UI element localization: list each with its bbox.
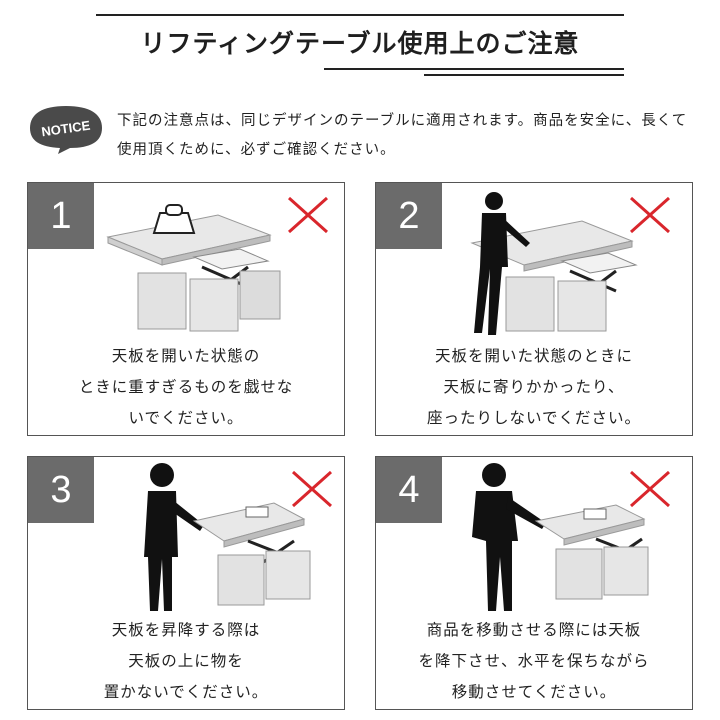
notice-text: 下記の注意点は、同じデザインのテーブルに適用されます。商品を安全に、長くて使用頂… — [117, 113, 688, 158]
person-moving-table-illustration — [472, 463, 649, 611]
title-underline — [324, 68, 624, 70]
cross-icon — [287, 196, 329, 234]
panel-number: 2 — [376, 183, 442, 249]
panel-caption: 商品を移動させる際には天板 を降下させ、水平を保ちながら 移動させてください。 — [418, 621, 650, 701]
notice-badge-label: NOTICE — [40, 118, 91, 140]
warning-panel-1: 1 天板を開いた状態の ときに重すぎるものを戯せな いでください。 — [27, 182, 345, 436]
panel-number: 3 — [28, 457, 94, 523]
warning-panel-3: 3 天板を昇降する際は 天板の上に物を 置かないでください。 — [27, 456, 345, 710]
table-heavy-weight-illustration — [106, 204, 281, 332]
person-lifting-table-illustration — [144, 463, 311, 611]
top-rule — [96, 14, 624, 16]
panel-number: 4 — [376, 457, 442, 523]
page-title: リフティングテーブル使用上のご注意 — [140, 29, 580, 58]
cross-icon — [291, 470, 333, 508]
panel-caption: 天板を昇降する際は 天板の上に物を 置かないでください。 — [103, 621, 269, 701]
cross-icon — [629, 196, 671, 234]
person-leaning-table-illustration — [470, 192, 638, 335]
notice-badge: NOTICE — [30, 106, 102, 154]
panel-number: 1 — [28, 183, 94, 249]
panel-caption: 天板を開いた状態の ときに重すぎるものを戯せな いでください。 — [78, 347, 294, 427]
warning-panel-2: 2 天板を開いた状態のときに 天板に寄りかかったり、 座ったりしないでください。 — [375, 182, 693, 436]
panel-caption: 天板を開いた状態のときに 天板に寄りかかったり、 座ったりしないでください。 — [426, 347, 642, 427]
warning-panel-4: 4 商品を移動させる際には天板 を降下させ、水平を保ちながら 移動させてください… — [375, 456, 693, 710]
title-underline-short — [424, 74, 624, 76]
cross-icon — [629, 470, 671, 508]
